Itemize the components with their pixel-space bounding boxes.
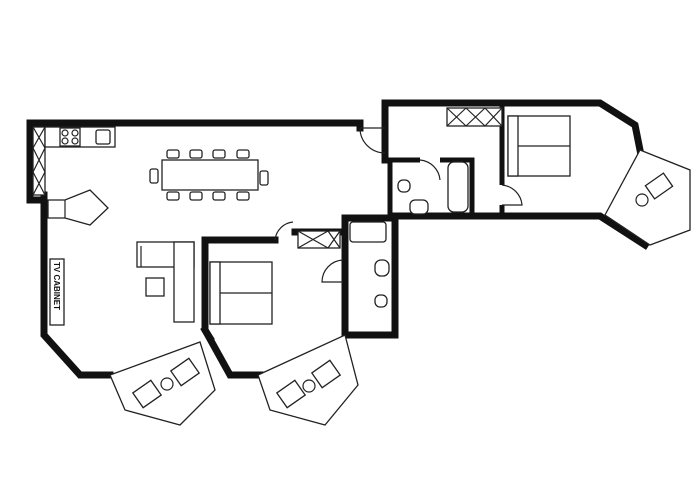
sofa [136,241,195,323]
bedroom-1-bed [507,115,571,177]
tv-cabinet [49,258,65,326]
fireplace [47,189,109,226]
tv-cabinet-label: TV CABINET [52,262,61,310]
doors [274,127,523,283]
bay-window-1 [109,341,216,426]
kitchen [32,126,116,196]
dining-table [149,149,269,201]
bay-window-2 [257,334,359,426]
bedroom-2-bed [209,230,341,325]
bathroom-1 [397,107,503,215]
chairs [149,149,269,201]
bay-window-3 [604,149,691,246]
bathroom-2 [349,221,390,308]
